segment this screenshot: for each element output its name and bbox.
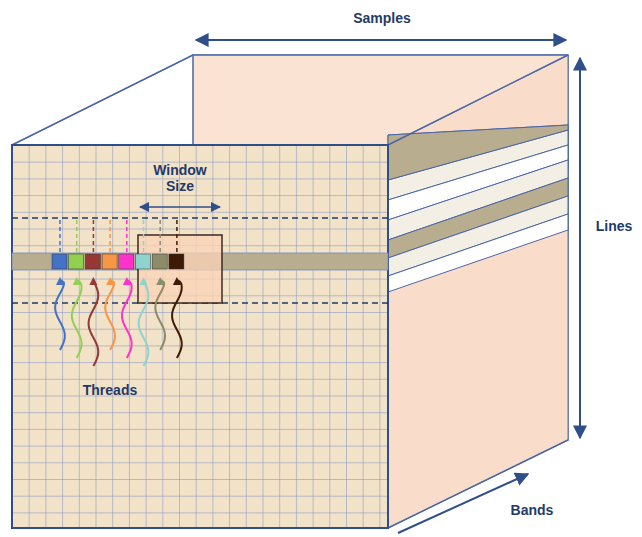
window-guide <box>126 218 128 252</box>
thread-wave <box>105 280 115 350</box>
thread-wave <box>172 280 182 358</box>
pixel-square <box>136 254 151 269</box>
window-guide <box>109 218 111 252</box>
thread-arrows <box>52 218 184 366</box>
lines-arrow <box>579 58 581 438</box>
pixel-square <box>169 254 184 269</box>
samples-arrow <box>196 39 566 41</box>
thread-head <box>56 277 64 285</box>
pixel-square <box>119 254 134 269</box>
thread-head <box>140 277 148 285</box>
dimension-label: Samples <box>353 10 411 26</box>
thread-head <box>73 277 81 285</box>
thread-wave <box>122 280 132 358</box>
cube-side <box>388 55 568 528</box>
window-guide <box>176 218 178 252</box>
thread-head <box>173 277 181 285</box>
thread-wave <box>72 280 82 358</box>
window-guide <box>93 218 95 252</box>
thread-wave <box>139 280 149 366</box>
window-guide <box>159 218 161 252</box>
thread-wave <box>55 280 65 350</box>
cube-front <box>12 145 388 528</box>
pixel-square <box>69 254 84 269</box>
thread-head <box>106 277 114 285</box>
window-label: Window Size <box>149 162 211 194</box>
dimension-label: Bands <box>511 502 554 518</box>
thread-head <box>89 277 97 285</box>
pixel-square <box>102 254 117 269</box>
threads-label: Threads <box>83 382 137 398</box>
window-guide <box>59 218 61 252</box>
window-guide <box>143 218 145 252</box>
window-size-arrow <box>140 206 220 208</box>
pixel-square <box>85 254 100 269</box>
pixel-square <box>152 254 167 269</box>
window-guide <box>76 218 78 252</box>
thread-wave <box>89 280 99 366</box>
pixel-square <box>52 254 67 269</box>
thread-head <box>123 277 131 285</box>
thread-head <box>156 277 164 285</box>
bands-arrow <box>398 474 528 533</box>
dimension-label: Lines <box>596 218 633 234</box>
thread-wave <box>155 280 165 350</box>
